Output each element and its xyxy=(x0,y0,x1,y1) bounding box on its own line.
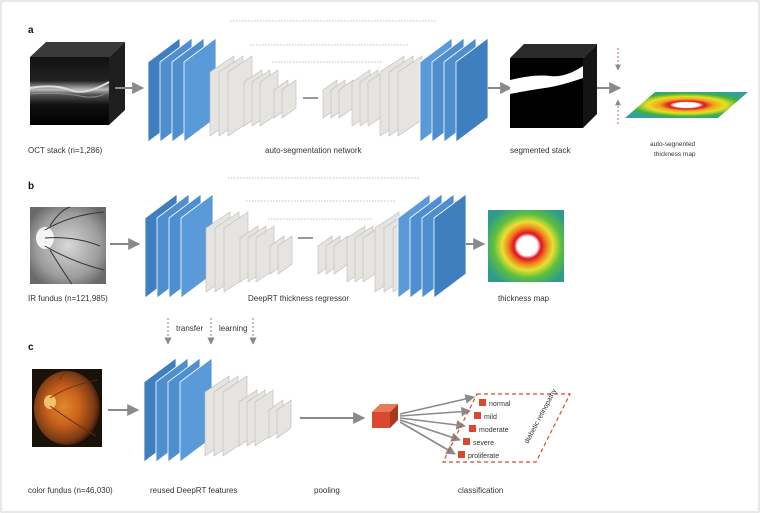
network-b-label: DeepRT thickness regressor xyxy=(248,294,349,303)
color-fundus-image xyxy=(32,369,102,447)
contracting-layers-a xyxy=(209,55,297,137)
thickness-map-image xyxy=(488,210,564,282)
class-item-normal: normal xyxy=(479,399,511,408)
auto-map-label-2: thickness map xyxy=(654,151,696,158)
class-label-moderate: moderate xyxy=(479,427,509,434)
class-label-proliferate: proliferate xyxy=(468,453,499,460)
reused-encoder-blocks xyxy=(143,357,213,463)
pooling-label: pooling xyxy=(314,486,340,495)
class-item-moderate: moderate xyxy=(469,425,509,434)
skip-connections-a xyxy=(230,20,436,63)
encoder-blocks-a xyxy=(147,37,217,143)
color-fundus-label: color fundus (n=46,030) xyxy=(28,486,113,495)
features-label: reused DeepRT features xyxy=(150,486,237,495)
panel-b-letter: b xyxy=(28,181,34,192)
panel-a-letter: a xyxy=(28,25,34,36)
ir-fundus-image xyxy=(30,206,106,285)
diabetic-retinopathy-label: diabetic retinopathy xyxy=(524,388,559,445)
oct-stack-label: OCT stack (n=1,286) xyxy=(28,146,103,155)
decoder-blocks-b xyxy=(397,193,467,299)
diabetic-retinopathy-group xyxy=(442,393,571,463)
skip-connections-b xyxy=(228,177,420,220)
decoder-blocks-a xyxy=(419,37,489,143)
thickness-map-label: thickness map xyxy=(498,294,550,303)
class-label-normal: normal xyxy=(489,401,511,408)
class-item-proliferate: proliferate xyxy=(458,451,499,460)
transfer-word: transfer xyxy=(176,324,203,333)
pooled-vector xyxy=(372,404,398,428)
network-a-label: auto-segmentation network xyxy=(265,146,363,155)
classification-arrows xyxy=(399,394,475,455)
expanding-layers-a xyxy=(322,55,423,137)
reused-contracting-layers xyxy=(204,375,292,457)
auto-map-label-1: auto-segnented xyxy=(650,141,696,148)
auto-segmented-map-image xyxy=(625,92,748,118)
learning-word: learning xyxy=(219,324,247,333)
transfer-arrows xyxy=(164,318,257,345)
contracting-layers-b xyxy=(205,211,293,293)
encoder-blocks-b xyxy=(144,193,214,299)
segmented-stack-image xyxy=(510,44,597,128)
panel-c-letter: c xyxy=(28,342,34,353)
classification-label: classification xyxy=(458,486,503,495)
class-label-severe: severe xyxy=(473,440,494,447)
ir-fundus-label: IR fundus (n=121,985) xyxy=(28,294,108,303)
class-label-mild: mild xyxy=(484,414,497,421)
class-item-mild: mild xyxy=(474,412,497,421)
segmented-stack-label: segmented stack xyxy=(510,146,571,155)
class-item-severe: severe xyxy=(463,438,494,447)
oct-stack-image xyxy=(29,42,125,125)
